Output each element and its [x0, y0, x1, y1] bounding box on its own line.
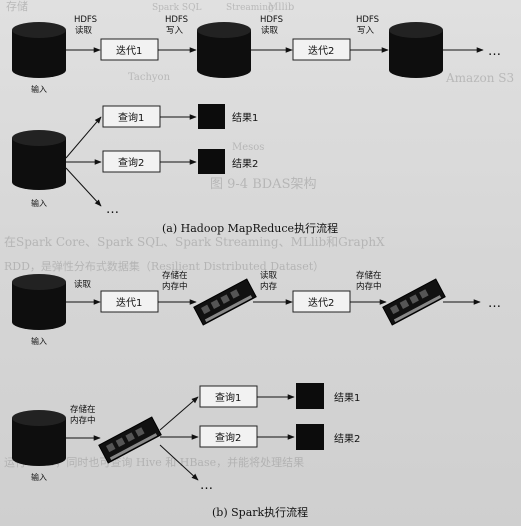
bg-text-amazon-s3: Amazon S3	[445, 71, 514, 85]
hdfs-intermediate-cylinder	[197, 22, 251, 78]
bg-text-line-1: 在Spark Core、Spark SQL、Spark Streaming、ML…	[4, 235, 385, 249]
spark-result-1-label: 结果1	[334, 391, 360, 404]
ellipsis-iterations: …	[488, 44, 501, 59]
arrow-spark-to-more-queries	[159, 444, 199, 481]
result-1-label: 结果1	[232, 111, 258, 124]
spark-flow: 输入 读取 迭代1 存储在内存中 读取内存 迭代2 存储在内存中	[12, 270, 501, 519]
spark-input-cylinder	[12, 274, 66, 330]
spark-read-label: 读取	[74, 279, 92, 290]
background-bleed-text: 存储 Mllib Streaming Spark SQL Tachyon Ama…	[4, 0, 514, 469]
query-1-label: 查询1	[118, 111, 144, 124]
arrow-to-more-queries	[65, 167, 102, 207]
spark-query-input-cylinder	[12, 410, 66, 466]
ellipsis-queries: …	[106, 202, 119, 217]
hdfs-query-input-cylinder	[12, 130, 66, 190]
store-memory-label-1: 存储在内存中	[162, 270, 188, 292]
spark-result-2-block	[296, 424, 324, 450]
bg-text-sparksql: Spark SQL	[152, 3, 201, 13]
arrow-spark-to-query-1	[159, 396, 199, 431]
memory-module-1	[193, 278, 257, 326]
store-memory-label-3: 存储在内存中	[70, 404, 96, 426]
spark-ellipsis-queries: …	[200, 478, 213, 493]
bg-text-streaming: Streaming	[226, 3, 274, 13]
spark-query-input-label: 输入	[31, 472, 47, 482]
caption-b: (b) Spark执行流程	[212, 505, 308, 519]
iteration-2-label: 迭代2	[308, 45, 334, 57]
spark-query-2-label: 查询2	[215, 431, 241, 444]
result-1-block	[198, 104, 225, 129]
caption-a: (a) Hadoop MapReduce执行流程	[162, 221, 338, 235]
spark-input-label: 输入	[31, 336, 47, 346]
spark-iteration-1-label: 迭代1	[116, 297, 142, 309]
spark-query-1-label: 查询1	[215, 391, 241, 404]
query-input-label: 输入	[31, 198, 47, 208]
spark-result-2-label: 结果2	[334, 432, 360, 445]
memory-module-3	[98, 416, 162, 464]
hdfs-output-cylinder	[389, 22, 443, 78]
memory-module-2	[382, 278, 446, 326]
arrow-to-query-1	[65, 116, 102, 159]
query-2-label: 查询2	[118, 156, 144, 169]
bg-text-tachyon: Tachyon	[128, 72, 171, 83]
store-memory-label-2: 存储在内存中	[356, 270, 382, 292]
input-label: 输入	[31, 84, 47, 94]
iteration-1-label: 迭代1	[116, 45, 142, 57]
result-2-label: 结果2	[232, 157, 258, 170]
bg-text-line-3: 运行 RDD，同时也可查询 Hive 和 HBase，并能将处理结果	[4, 455, 304, 469]
bg-text-mllib: Mllib	[268, 2, 294, 13]
bg-text-line-2: RDD，是弹性分布式数据集（Resilient Distributed Data…	[4, 259, 324, 273]
spark-result-1-block	[296, 383, 324, 409]
bg-text-storage: 存储	[6, 0, 28, 13]
read-memory-label: 读取内存	[260, 270, 278, 292]
spark-iteration-2-label: 迭代2	[308, 297, 334, 309]
hdfs-input-cylinder	[12, 22, 66, 78]
result-2-block	[198, 149, 225, 174]
bg-text-figure-caption: 图 9-4 BDAS架构	[210, 177, 316, 192]
spark-ellipsis-iterations: …	[488, 296, 501, 311]
bg-text-mesos: Mesos	[232, 142, 264, 153]
